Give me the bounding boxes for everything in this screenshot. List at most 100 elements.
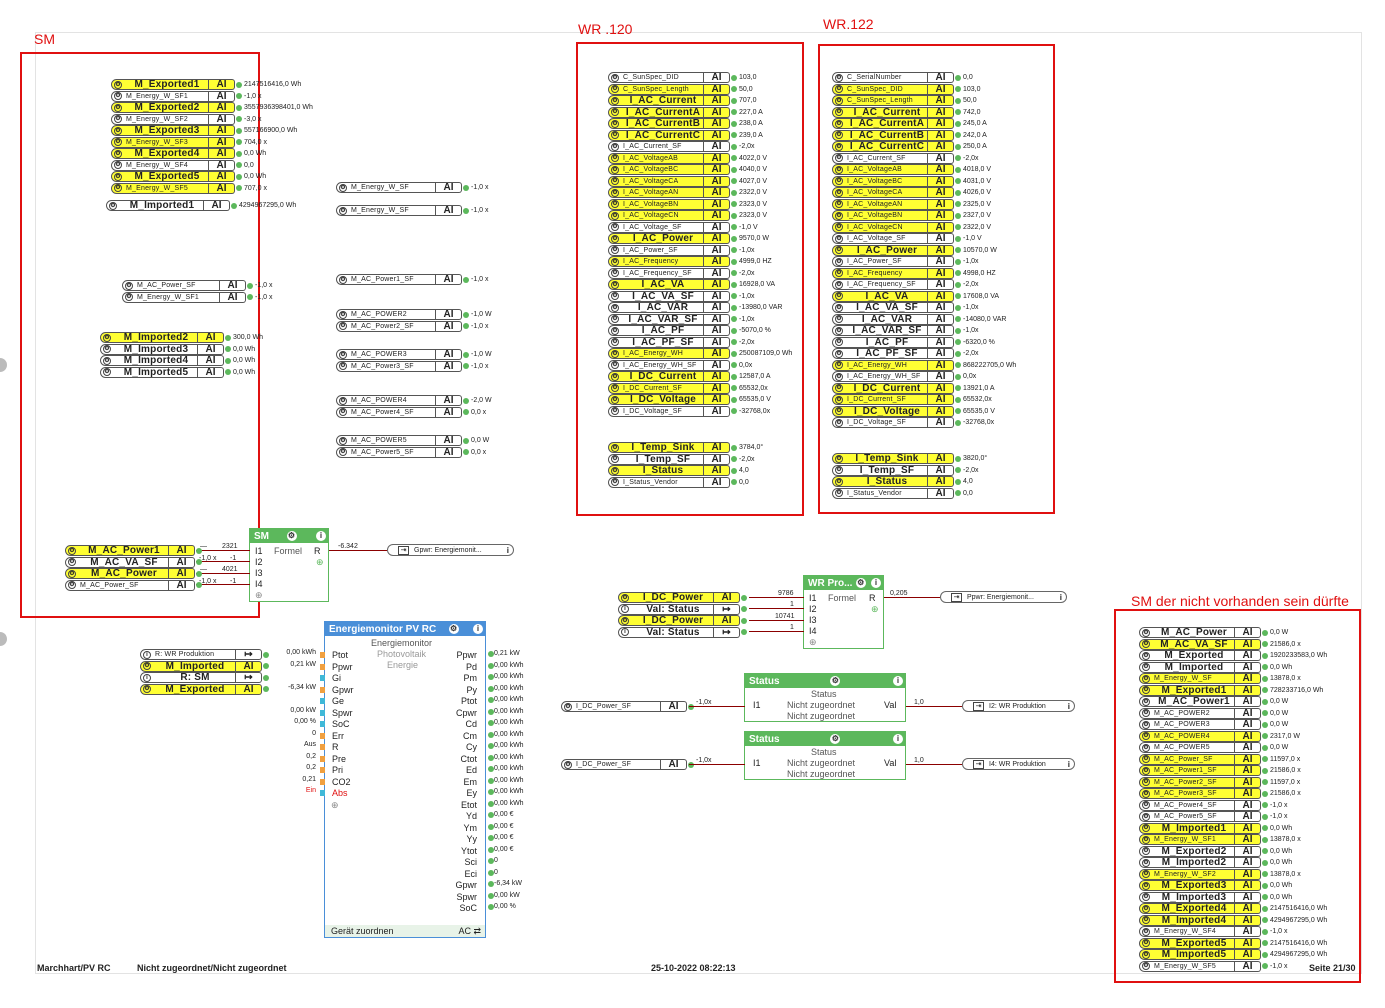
output-port[interactable]: [731, 155, 737, 161]
output-port[interactable]: [955, 281, 961, 288]
output-port[interactable]: [731, 316, 737, 322]
energiemonitor-output-pin[interactable]: Pm: [463, 673, 478, 683]
energiemonitor-output-pin[interactable]: Eci: [464, 868, 477, 879]
output-port[interactable]: [1262, 710, 1268, 716]
output-port[interactable]: [236, 127, 242, 134]
input-port[interactable]: [320, 744, 325, 750]
energiemonitor-output-pin[interactable]: Ptot: [460, 696, 477, 706]
output-port[interactable]: [488, 835, 494, 841]
energiemonitor-output-pin[interactable]: Ey: [466, 788, 477, 798]
assign-device-label[interactable]: Gerät zuordnen: [331, 926, 394, 936]
output-port[interactable]: [488, 708, 494, 715]
output-port[interactable]: [741, 606, 747, 612]
output-port[interactable]: [731, 304, 737, 311]
input-port[interactable]: [320, 721, 325, 727]
output-port[interactable]: [731, 444, 737, 451]
input-port[interactable]: [320, 698, 325, 704]
output-port[interactable]: [1262, 664, 1268, 670]
output-port[interactable]: [225, 346, 231, 352]
output-port[interactable]: [955, 97, 961, 104]
output-port[interactable]: [263, 674, 269, 681]
output-port[interactable]: [1262, 825, 1268, 831]
output-port[interactable]: [731, 235, 737, 242]
gear-icon[interactable]: ⚙: [830, 676, 841, 686]
output-port[interactable]: [955, 86, 961, 92]
output-port[interactable]: [731, 373, 737, 380]
output-port[interactable]: [731, 109, 737, 115]
output-port[interactable]: [955, 235, 961, 242]
output-port[interactable]: [731, 166, 737, 173]
output-port[interactable]: [463, 184, 469, 191]
output-port[interactable]: [1262, 698, 1268, 705]
energiemonitor-input-pin[interactable]: Pri: [332, 765, 343, 775]
output-port[interactable]: [1262, 928, 1268, 935]
wr-formula-input-pin[interactable]: I4: [809, 626, 817, 636]
energiemonitor-output-pin[interactable]: Cm: [463, 730, 477, 741]
output-port[interactable]: [1262, 905, 1268, 912]
sm-formula-input-pin[interactable]: I4: [255, 579, 263, 589]
output-port[interactable]: [731, 212, 737, 219]
scroll-dot[interactable]: [0, 632, 7, 646]
output-port[interactable]: [1262, 848, 1268, 854]
output-port[interactable]: [731, 456, 737, 462]
energiemonitor-input-pin[interactable]: Gpwr: [332, 684, 354, 695]
input-port[interactable]: [320, 778, 325, 785]
output-port[interactable]: [1262, 790, 1268, 797]
output-port[interactable]: [955, 120, 961, 127]
add-icon[interactable]: ⊕: [316, 557, 324, 567]
output-port[interactable]: [955, 327, 961, 334]
sm-formula-input-pin[interactable]: I3: [255, 568, 263, 578]
output-port[interactable]: [463, 449, 469, 455]
output-port[interactable]: [463, 276, 469, 283]
energiemonitor-input-pin[interactable]: Ptot: [332, 650, 349, 660]
energiemonitor-input-pin[interactable]: SoC: [332, 719, 350, 729]
output-port[interactable]: [488, 731, 494, 738]
output-port[interactable]: [731, 132, 737, 138]
output-port[interactable]: [955, 143, 961, 150]
output-port[interactable]: [488, 743, 494, 749]
output-port[interactable]: [225, 334, 231, 341]
output-port[interactable]: [236, 139, 242, 145]
add-icon[interactable]: ⊕: [809, 637, 817, 647]
energiemonitor-output-pin[interactable]: Yd: [465, 811, 477, 821]
output-port[interactable]: [955, 396, 961, 403]
